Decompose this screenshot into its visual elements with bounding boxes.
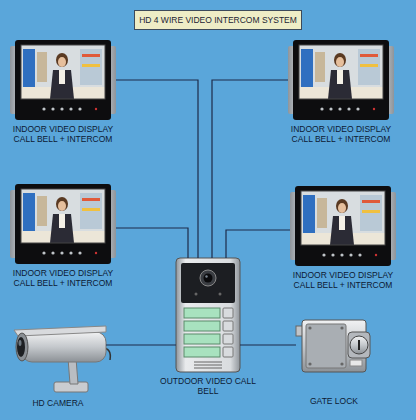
call-button (223, 334, 233, 344)
lock-knob-housing (348, 332, 370, 358)
panel-lens-glint (205, 275, 207, 277)
panel-lens (204, 274, 213, 283)
gate-lock: GATE LOCK (296, 312, 372, 406)
lock-tag (350, 360, 362, 366)
name-plate (184, 321, 220, 331)
node-label: INDOOR VIDEO DISPLAY CALL BELL + INTERCO… (288, 124, 394, 144)
lock-screw (308, 362, 311, 365)
lock-keyhole (358, 340, 360, 350)
lock-screw (308, 326, 311, 329)
camera-lens-glint (19, 340, 22, 346)
name-plate (184, 308, 220, 318)
diagram-title: HD 4 WIRE VIDEO INTERCOM SYSTEM (134, 10, 302, 30)
indoor-monitor: INDOOR VIDEO DISPLAY CALL BELL + INTERCO… (290, 186, 396, 290)
wire-connector (116, 80, 198, 258)
panel-led (219, 293, 222, 296)
hd-camera: HD CAMERA (10, 318, 106, 408)
wire-connector (106, 344, 176, 345)
lock-screw (340, 362, 343, 365)
indoor-monitor-art (290, 186, 396, 266)
name-plate (184, 334, 220, 344)
camera-shade (14, 326, 106, 336)
indoor-monitor: INDOOR VIDEO DISPLAY CALL BELL + INTERCO… (10, 40, 116, 144)
indoor-monitor-art (288, 40, 394, 120)
node-label: HD CAMERA (10, 398, 106, 408)
node-label: INDOOR VIDEO DISPLAY CALL BELL + INTERCO… (10, 124, 116, 144)
panel-head (181, 263, 235, 303)
lock-screw (340, 326, 343, 329)
camera-lens-hood (16, 333, 28, 361)
node-label: OUTDOOR VIDEO CALL BELL (160, 376, 256, 396)
speaker-grill (194, 368, 222, 369)
speaker-grill (194, 365, 222, 366)
camera-art (14, 326, 110, 392)
node-label: INDOOR VIDEO DISPLAY CALL BELL + INTERCO… (10, 268, 116, 288)
gate-lock-art (296, 320, 370, 372)
panel-led (195, 293, 198, 296)
lock-knob (350, 336, 368, 354)
call-button (223, 347, 233, 357)
wire-connector (226, 230, 290, 258)
name-plate (184, 347, 220, 357)
indoor-monitor: INDOOR VIDEO DISPLAY CALL BELL + INTERCO… (10, 184, 116, 288)
panel-frame (176, 258, 240, 372)
indoor-monitor-art (10, 40, 116, 120)
speaker-grill (194, 362, 222, 363)
camera-body (22, 332, 106, 362)
indoor-monitor-art (10, 184, 116, 264)
indoor-monitor: INDOOR VIDEO DISPLAY CALL BELL + INTERCO… (288, 40, 394, 144)
call-button (223, 321, 233, 331)
wire-connector (116, 228, 188, 258)
node-label: INDOOR VIDEO DISPLAY CALL BELL + INTERCO… (290, 270, 396, 290)
call-button (223, 308, 233, 318)
camera-lens (17, 337, 25, 357)
outdoor-call-bell: OUTDOOR VIDEO CALL BELL (176, 258, 240, 396)
node-label: GATE LOCK (296, 396, 372, 406)
wire-connector (240, 344, 296, 345)
lock-plate (306, 324, 346, 368)
wire-connector (212, 80, 288, 258)
door-panel-art (176, 258, 240, 372)
panel-lens-ring (200, 270, 216, 286)
